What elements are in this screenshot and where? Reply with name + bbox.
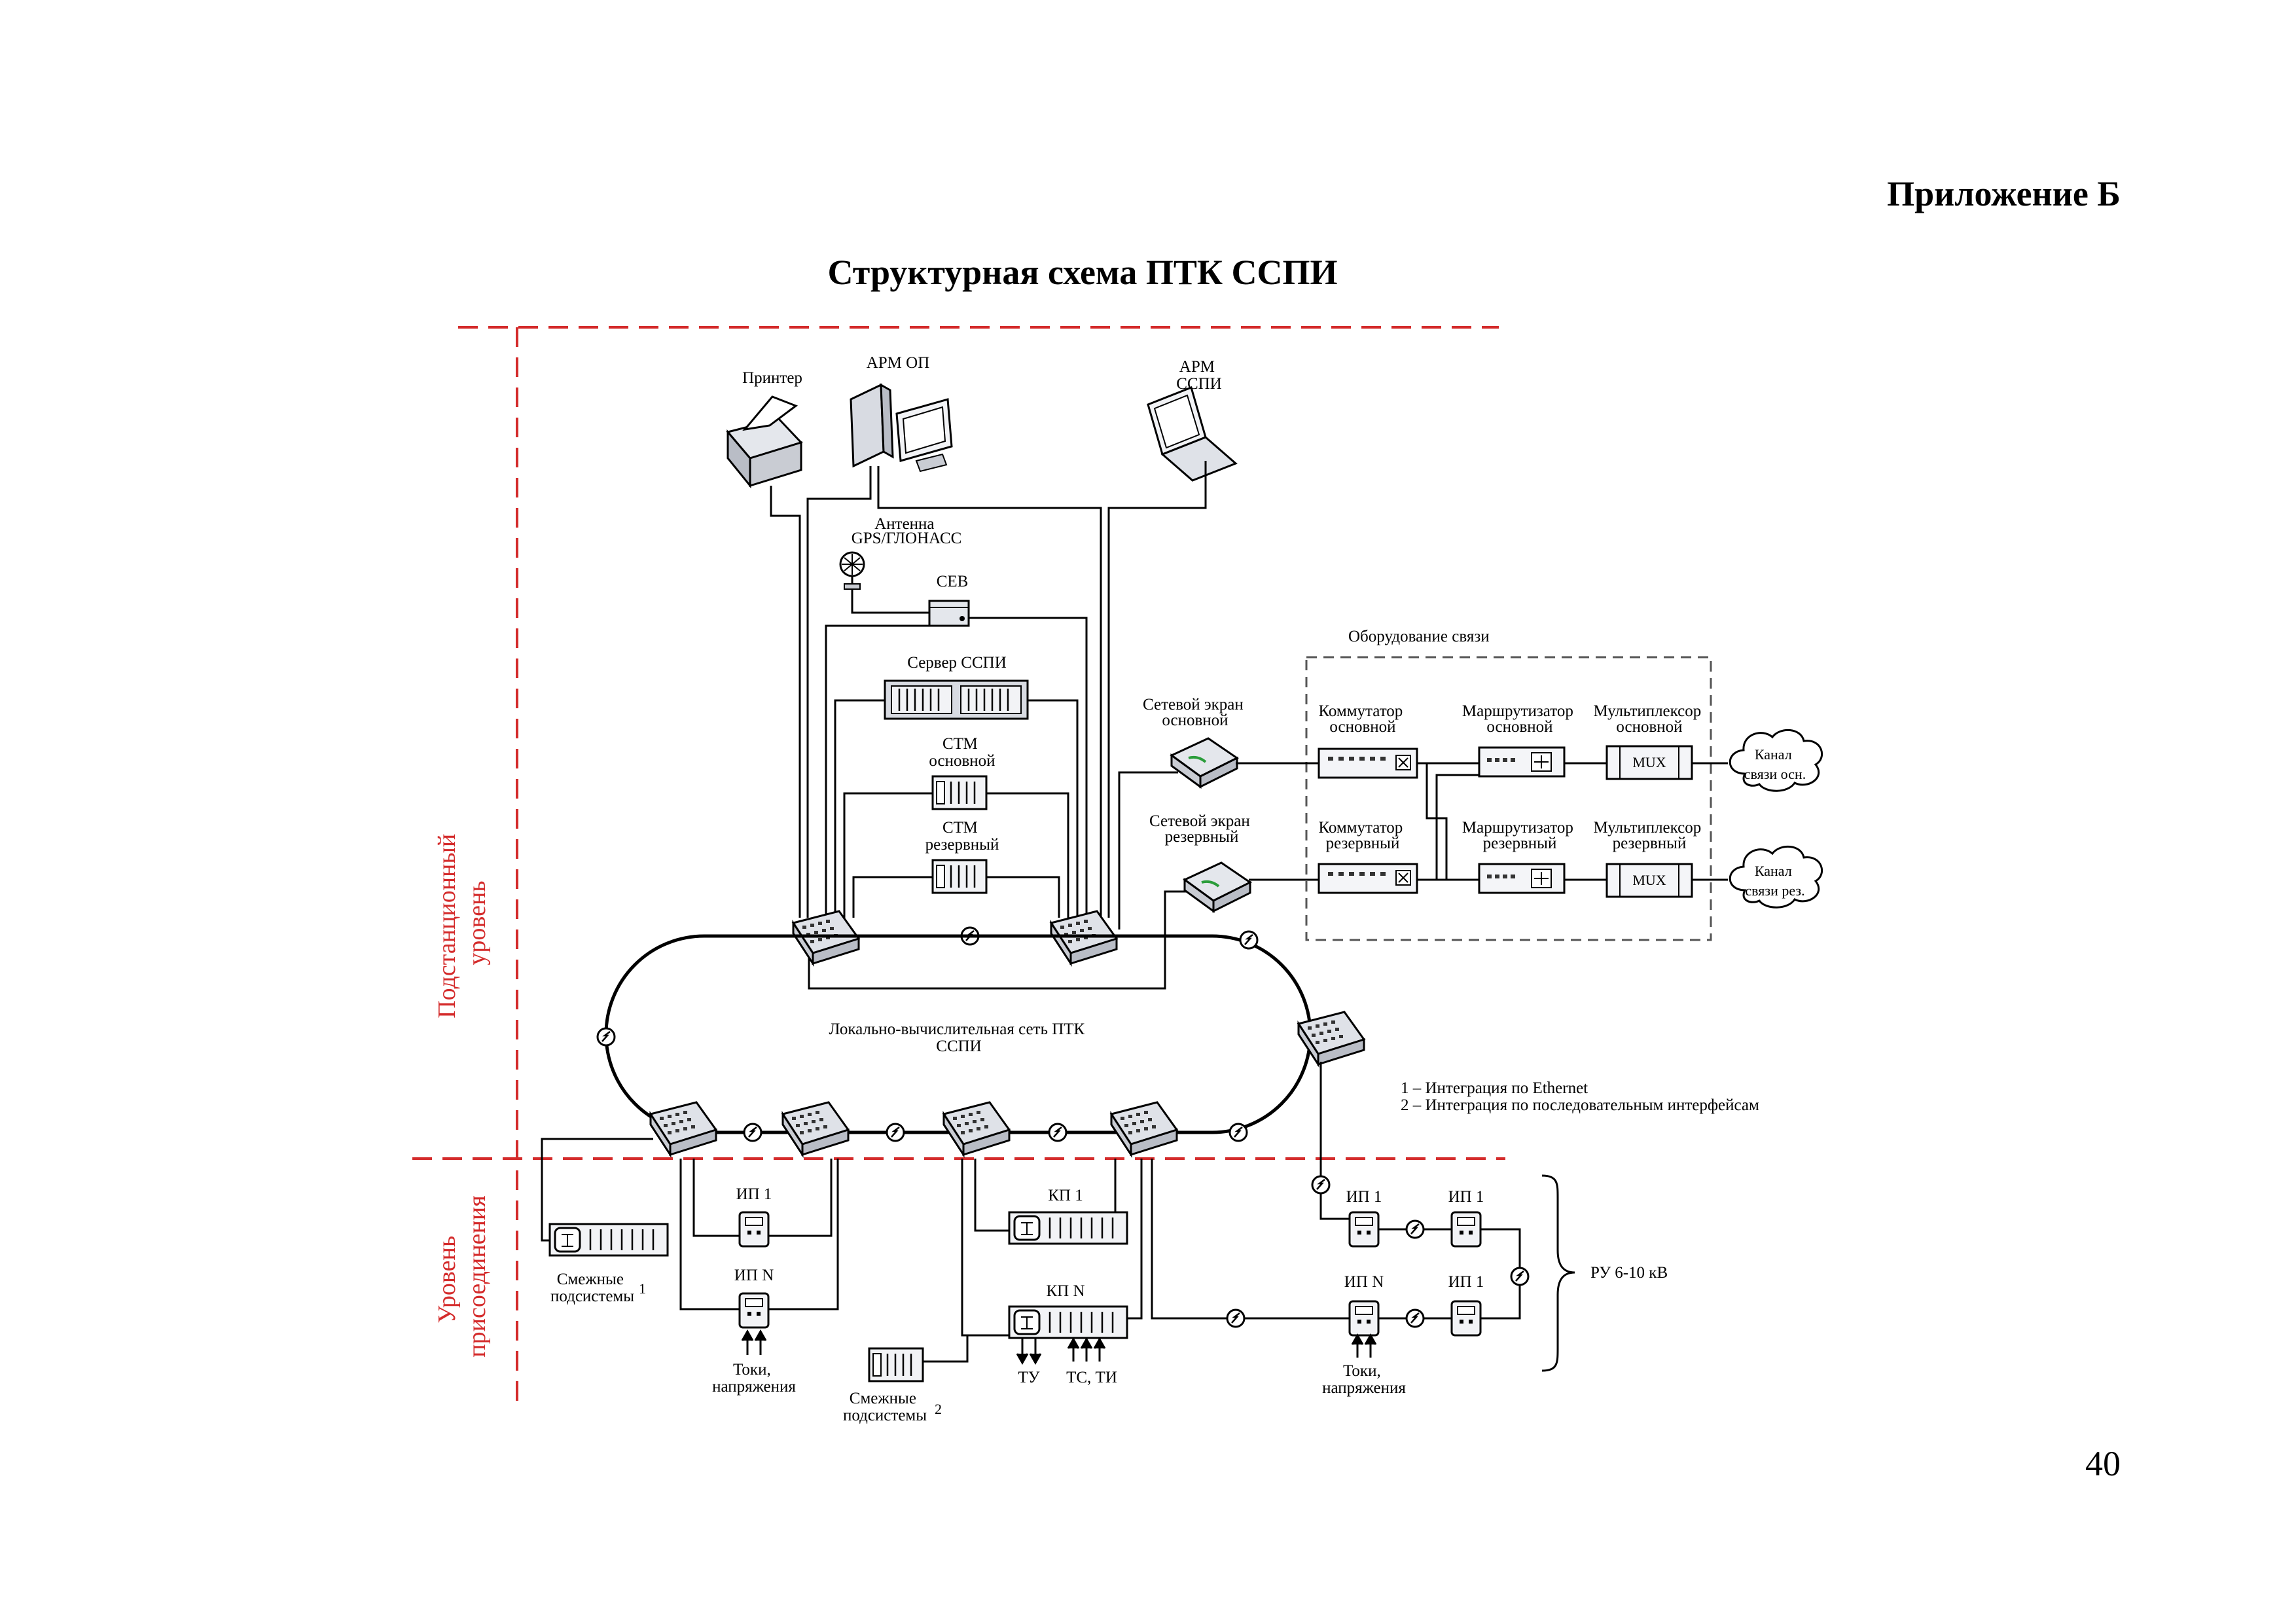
connection-level-label: Уровень присоединения bbox=[433, 1195, 491, 1357]
ru-label: РУ 6-10 кВ bbox=[1590, 1264, 1668, 1282]
ip1-left-icon bbox=[738, 1211, 770, 1248]
switch-main-label: Коммутатор основной bbox=[1318, 702, 1407, 736]
comms-connections bbox=[1236, 762, 1728, 881]
firewall-reserve-label: Сетевой экран резервный bbox=[1149, 812, 1254, 846]
arm-op-label: АРМ ОП bbox=[867, 354, 930, 372]
ring-switch-4-icon bbox=[1110, 1101, 1178, 1156]
substation-level-label: Подстанционный уровень bbox=[433, 827, 491, 1019]
arm-op-workstation-icon bbox=[850, 383, 953, 473]
currents-right-label: Токи, напряжения bbox=[1322, 1362, 1406, 1397]
ip1-r1-icon bbox=[1348, 1211, 1380, 1248]
ip1-r2-icon bbox=[1450, 1211, 1482, 1248]
arm-sspi-laptop-icon bbox=[1147, 386, 1238, 482]
antenna-label: Антенна GPS/ГЛОНАСС bbox=[852, 515, 962, 547]
converter-icon bbox=[1229, 1123, 1248, 1142]
ts-ti-arrows bbox=[1067, 1337, 1106, 1362]
ip1-r2-label: ИП 1 bbox=[1448, 1188, 1484, 1206]
kp1-icon bbox=[1008, 1211, 1128, 1245]
ipn-left-icon bbox=[738, 1292, 770, 1329]
switch-reserve-icon bbox=[1318, 863, 1418, 894]
ts-ti-label: ТС, ТИ bbox=[1066, 1369, 1117, 1386]
ru-brace bbox=[1541, 1174, 1575, 1372]
core-connections bbox=[770, 461, 1207, 990]
currents-right-arrows bbox=[1351, 1333, 1377, 1358]
mux-main-text: MUX bbox=[1632, 754, 1666, 770]
printer-icon bbox=[726, 395, 803, 489]
adjacent-subsystems-2-icon bbox=[868, 1347, 924, 1382]
stm-main-device-icon bbox=[931, 775, 988, 810]
kpn-icon bbox=[1008, 1305, 1128, 1339]
converter-icon bbox=[1510, 1267, 1530, 1286]
stm-reserve-label: СТМ резервный bbox=[925, 819, 999, 854]
converter-icon bbox=[596, 1027, 616, 1047]
router-main-label: Маршрутизатор основной bbox=[1462, 702, 1577, 736]
ipn-left-label: ИП N bbox=[734, 1267, 774, 1284]
ip1-r3-icon bbox=[1450, 1300, 1482, 1337]
channel-main-label: Канал связи осн. bbox=[1744, 746, 1806, 782]
legend-item-2: 2 – Интеграция по последовательным интер… bbox=[1401, 1096, 1759, 1114]
mux-reserve-label: Мультиплексор резервный bbox=[1593, 819, 1705, 852]
currents-left-arrows bbox=[741, 1329, 767, 1355]
gps-antenna-icon bbox=[839, 551, 865, 590]
converter-icon bbox=[1405, 1219, 1425, 1239]
switch-reserve-label: Коммутатор резервный bbox=[1318, 819, 1407, 852]
comms-equipment-title: Оборудование связи bbox=[1348, 628, 1490, 645]
adjacent-subsystems-2-label: Смежные подсистемы bbox=[843, 1390, 927, 1424]
adjacent-subsystems-2-sup: 2 bbox=[935, 1401, 942, 1417]
converter-icon bbox=[1226, 1308, 1246, 1328]
level-borders bbox=[412, 326, 1505, 1407]
ring-switch-3-icon bbox=[942, 1101, 1011, 1156]
appendix-title: Приложение Б bbox=[1887, 174, 2121, 213]
converter-icon bbox=[1311, 1175, 1331, 1195]
mux-main-label: Мультиплексор основной bbox=[1593, 702, 1705, 736]
ip1-r1-label: ИП 1 bbox=[1346, 1188, 1382, 1206]
switch-main-icon bbox=[1318, 748, 1418, 779]
kpn-label: КП N bbox=[1046, 1282, 1085, 1300]
converter-icon bbox=[1048, 1123, 1067, 1142]
adjacent-subsystems-1-sup: 1 bbox=[639, 1280, 646, 1297]
server-label: Сервер ССПИ bbox=[907, 654, 1007, 672]
adjacent-subsystems-1-icon bbox=[548, 1223, 669, 1257]
stm-main-label: СТМ основной bbox=[929, 735, 995, 770]
router-reserve-label: Маршрутизатор резервный bbox=[1462, 819, 1577, 852]
ip1-r3-label: ИП 1 bbox=[1448, 1273, 1484, 1291]
ipn-r-label: ИП N bbox=[1344, 1273, 1384, 1291]
firewall-reserve-icon bbox=[1183, 861, 1251, 912]
mux-reserve-text: MUX bbox=[1632, 872, 1666, 888]
converter-icon bbox=[1405, 1308, 1425, 1328]
currents-left-label: Токи, напряжения bbox=[712, 1361, 796, 1396]
router-reserve-icon bbox=[1478, 863, 1566, 894]
ring-switch-1-icon bbox=[649, 1101, 717, 1156]
page-title: Структурная схема ПТК ССПИ bbox=[827, 253, 1338, 292]
arm-sspi-label: АРМ ССПИ bbox=[1176, 358, 1221, 393]
router-main-icon bbox=[1478, 746, 1566, 778]
converter-icon bbox=[743, 1123, 762, 1142]
sev-label: СЕВ bbox=[937, 573, 969, 590]
server-rack-icon bbox=[884, 679, 1029, 720]
channel-reserve-label: Канал связи рез. bbox=[1745, 863, 1804, 899]
converter-icon bbox=[1239, 930, 1259, 950]
tu-label: ТУ bbox=[1018, 1369, 1040, 1386]
stm-reserve-device-icon bbox=[931, 859, 988, 894]
comms-equipment-frame bbox=[1305, 656, 1712, 941]
ring-switch-2-icon bbox=[781, 1101, 850, 1156]
converter-icon bbox=[886, 1123, 905, 1142]
kp1-label: КП 1 bbox=[1048, 1187, 1083, 1204]
ipn-r-icon bbox=[1348, 1300, 1380, 1337]
sev-device-icon bbox=[928, 600, 970, 627]
firewall-main-label: Сетевой экран основной bbox=[1143, 696, 1247, 729]
printer-label: Принтер bbox=[742, 369, 802, 387]
page-number: 40 bbox=[2085, 1444, 2121, 1483]
tu-arrows bbox=[1016, 1338, 1042, 1365]
legend-item-1: 1 – Интеграция по Ethernet bbox=[1401, 1079, 1588, 1097]
lan-label: Локально-вычислительная сеть ПТК ССПИ bbox=[829, 1020, 1089, 1055]
legend: 1 – Интеграция по Ethernet 2 – Интеграци… bbox=[1401, 1079, 1759, 1114]
firewall-main-icon bbox=[1170, 737, 1238, 788]
ip1-left-label: ИП 1 bbox=[736, 1185, 772, 1203]
adjacent-subsystems-1-label: Смежные подсистемы bbox=[550, 1271, 634, 1305]
